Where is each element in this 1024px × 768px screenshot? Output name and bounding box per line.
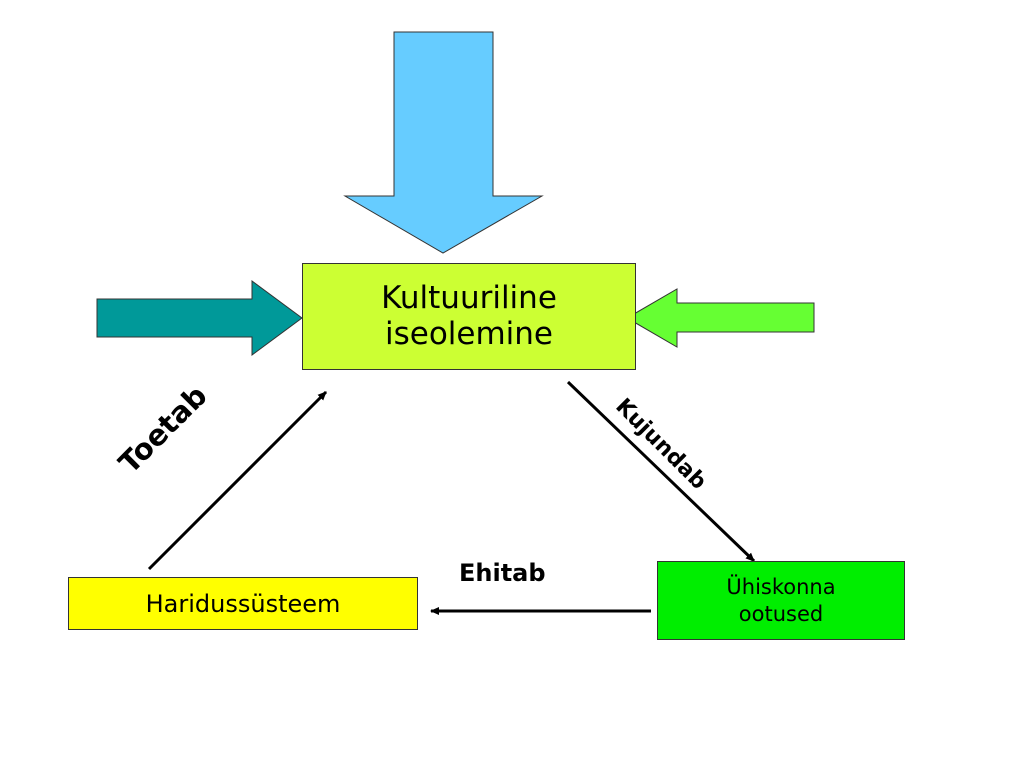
- left-input-arrow-icon: [96, 280, 303, 356]
- kujundab-arrow: [566, 380, 756, 563]
- node-haridussusteem: Haridussüsteem: [68, 577, 418, 630]
- top-input-arrow-icon: [343, 31, 544, 254]
- node-uhiskonna-ootused: Ühiskonna ootused: [657, 561, 905, 640]
- node-center-line2: iseolemine: [384, 315, 554, 352]
- right-input-arrow-icon: [626, 288, 815, 348]
- node-center-line1: Kultuuriline: [381, 279, 557, 316]
- toetab-arrow: [147, 390, 328, 571]
- edge-label-ehitab: Ehitab: [459, 559, 546, 587]
- node-right-line1: Ühiskonna: [726, 575, 836, 600]
- node-right-line2: ootused: [738, 601, 824, 626]
- node-left-label: Haridussüsteem: [145, 589, 341, 618]
- node-kultuuriline-iseolemine: Kultuuriline iseolemine: [302, 263, 636, 370]
